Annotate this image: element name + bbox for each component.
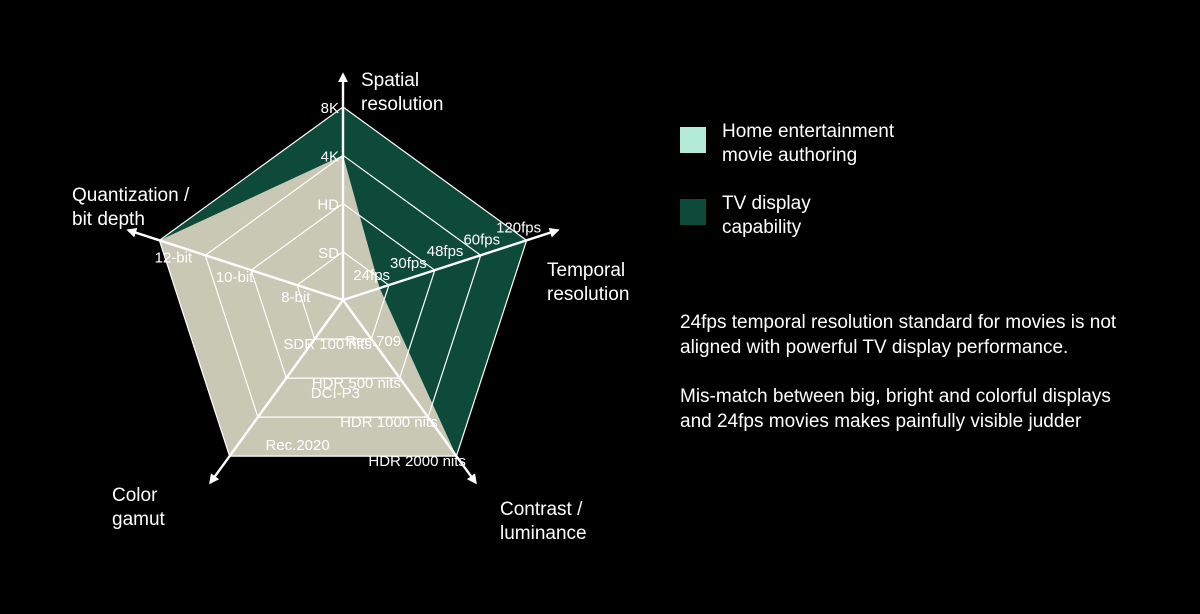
tick-label-hdr-1000-nits: HDR 1000 nits: [340, 414, 438, 431]
note-temporal-resolution: 24fps temporal resolution standard for m…: [680, 312, 1117, 358]
grid-ring-2: [250, 202, 436, 379]
legend-item-home-entertainment: Home entertainment movie authoring: [680, 120, 980, 192]
series-area-home-entertainment-movie-authoring: [159, 155, 457, 457]
axis-line-contrast-luminance: [342, 299, 477, 485]
tick-label-24fps: 24fps: [353, 267, 390, 284]
axis-line-quantization-bit-depth: [126, 227, 344, 302]
tick-label-sd: SD: [318, 245, 339, 262]
tick-label-10-bit: 10-bit: [216, 269, 254, 286]
axis-title-contrast-luminance: Contrast /luminance: [500, 499, 587, 544]
tick-label-dci-p3: DCI-P3: [311, 385, 360, 402]
tick-label-120fps: 120fps: [496, 219, 541, 236]
legend-label-home-entertainment: Home entertainment movie authoring: [722, 121, 895, 166]
legend-swatch-tv-display: [680, 199, 706, 225]
tick-label-hd: HD: [317, 197, 339, 214]
tick-label-hdr-500-nits: HDR 500 nits: [312, 375, 401, 392]
axis-line-color-gamut: [209, 299, 344, 485]
tick-label-48fps: 48fps: [427, 243, 464, 260]
tick-label-8k: 8K: [321, 100, 339, 117]
legend-item-tv-display: TV display capability: [680, 192, 980, 264]
grid-ring-4: [158, 106, 528, 457]
tick-label-4k: 4K: [321, 148, 339, 165]
notes: 24fps temporal resolution standard for m…: [680, 310, 1180, 458]
grid-ring-3: [204, 154, 482, 418]
axis-title-quantization-bit-depth: Quantization /bit depth: [72, 185, 190, 230]
tick-label-30fps: 30fps: [390, 255, 427, 272]
legend: Home entertainment movie authoring TV di…: [680, 120, 980, 264]
axis-line-temporal-resolution: [342, 227, 560, 302]
tick-label-hdr-2000-nits: HDR 2000 nits: [368, 453, 466, 470]
tick-label-8-bit: 8-bit: [281, 289, 311, 306]
grid-ring-1: [296, 251, 390, 340]
note-judder: Mis-match between big, bright and colorf…: [680, 386, 1111, 432]
tick-label-sdr-100-nits: SDR 100 nits: [283, 336, 371, 353]
tick-label-12-bit: 12-bit: [155, 249, 193, 266]
tick-label-60fps: 60fps: [463, 231, 500, 248]
legend-label-tv-display: TV display capability: [722, 193, 811, 238]
tick-label-rec-2020: Rec.2020: [265, 437, 329, 454]
tick-label-rec-709: Rec.709: [345, 333, 401, 350]
legend-swatch-home-entertainment: [680, 127, 706, 153]
